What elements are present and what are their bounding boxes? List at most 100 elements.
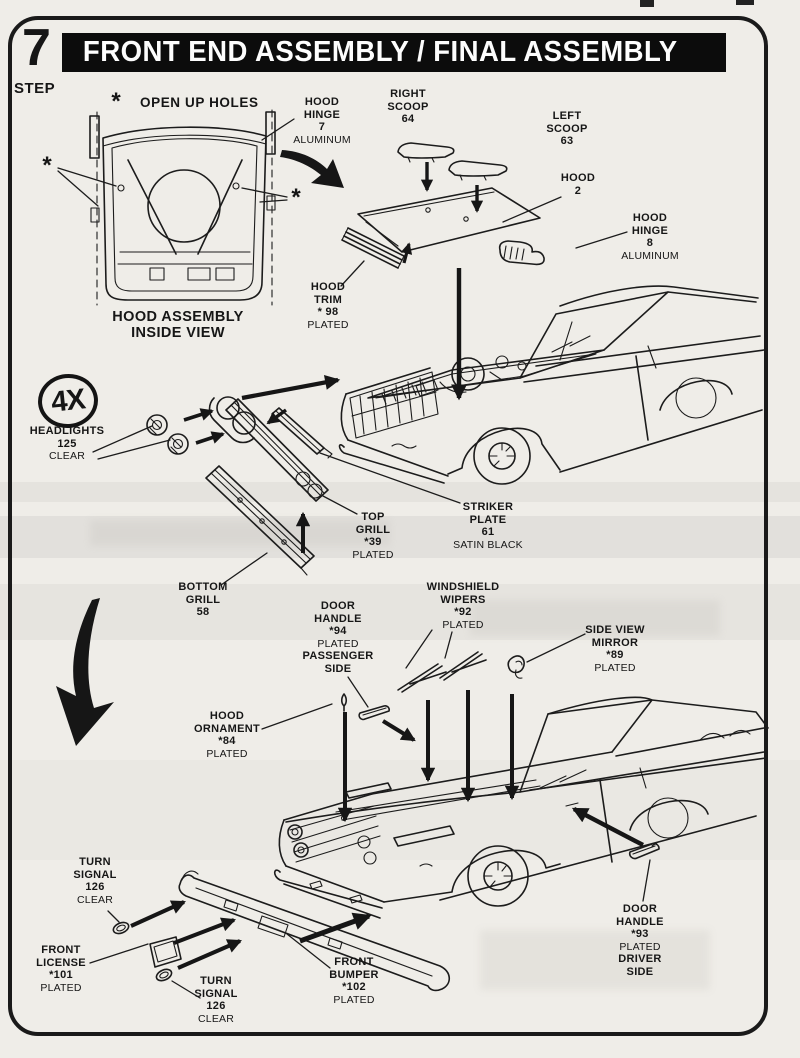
part-number: 8 [646,237,654,249]
part-number: 126 [85,881,105,893]
step-label: STEP [14,80,56,97]
part-side: PASSENGER [302,650,374,662]
label-hood-hinge-7: HOOD HINGE 7 ALUMINUM [293,96,351,146]
part-name: WIPERS [440,593,486,606]
part-name: PLATE [469,513,507,526]
part-name: HOOD [560,172,596,184]
label-front-bumper: FRONT BUMPER *102 PLATED [329,956,378,1006]
part-name: HANDLE [616,915,664,928]
label-front-license: FRONT LICENSE *101 PLATED [36,944,86,994]
part-name: DOOR [320,600,356,612]
label-door-handle-driver: DOOR HANDLE *93 PLATED DRIVER SIDE [616,903,664,978]
part-finish: PLATED [352,548,394,561]
part-number: 61 [481,526,495,538]
part-number: 2 [574,184,582,197]
part-name: FRONT [334,956,374,968]
part-number: *89 [606,649,624,661]
part-name: TURN [200,975,232,987]
part-name: FRONT [41,944,81,956]
part-name: STRIKER [462,501,514,513]
part-name: SIGNAL [73,868,117,881]
part-number: *84 [218,735,236,747]
part-number: *93 [631,928,649,940]
scan-mark [640,0,654,7]
label-striker-plate: STRIKER PLATE 61 SATIN BLACK [453,501,523,551]
hood-assembly-caption: HOOD ASSEMBLY INSIDE VIEW [112,309,243,341]
page-title: FRONT END ASSEMBLY / FINAL ASSEMBLY [82,36,678,68]
part-name: HOOD [632,212,668,224]
part-number: 126 [206,1000,226,1012]
part-number: *102 [342,981,366,993]
label-headlights: HEADLIGHTS 125 CLEAR [30,425,105,463]
open-up-holes-note: OPEN UP HOLES [140,95,259,110]
label-hood-hinge-8: HOOD HINGE 8 ALUMINUM [621,212,679,262]
page-border [8,16,768,1036]
asterisk-mark: * [42,152,52,179]
part-name: RIGHT [390,88,426,100]
part-name: TRIM [313,293,343,306]
part-finish: CLEAR [48,450,85,462]
part-name: BUMPER [329,968,379,981]
part-name: HOOD [304,96,340,108]
part-finish: CLEAR [76,893,114,906]
part-name: MIRROR [591,636,639,649]
part-name: LICENSE [36,956,86,969]
asterisk-mark: * [291,184,301,211]
part-number: 64 [401,113,415,125]
part-name: TURN [79,856,111,868]
caption-line: INSIDE VIEW [131,325,225,341]
part-finish: PLATED [206,747,248,760]
part-name: HINGE [631,224,669,237]
step-number: 7 [22,19,51,77]
part-name: SCOOP [546,122,588,135]
hood-inside-view-drawing [57,109,295,306]
part-number: 7 [318,121,326,133]
part-name: WINDSHIELD [426,581,500,593]
part-side: SIDE [324,662,352,675]
part-name: HOOD [310,281,346,293]
part-finish: PLATED [594,661,636,674]
label-left-scoop: LEFT SCOOP 63 [546,110,587,148]
curved-arrow [280,150,344,188]
part-name: SIDE VIEW [585,624,645,636]
front-bumper-drawing [89,870,451,999]
assembly-arrows [130,162,645,970]
part-name: ORNAMENT [194,722,260,735]
part-finish: PLATED [442,618,484,631]
caption-line: HOOD ASSEMBLY [112,309,244,325]
part-number: *92 [454,606,472,618]
label-turn-signal-upper: TURN SIGNAL 126 CLEAR [73,856,116,906]
headlights-grills-drawing [92,396,461,586]
part-name: SCOOP [387,100,429,113]
part-finish: PLATED [40,981,82,994]
label-top-grill: TOP GRILL *39 PLATED [352,511,393,561]
part-name: HEADLIGHTS [29,425,105,437]
label-right-scoop: RIGHT SCOOP 64 [387,88,428,126]
part-name: BOTTOM [178,581,228,593]
label-bottom-grill: BOTTOM GRILL 58 [178,581,227,619]
part-number: *39 [364,536,382,548]
part-name: TOP [361,511,385,523]
asterisk-mark: * [111,88,121,115]
label-windshield-wipers: WINDSHIELD WIPERS *92 PLATED [427,581,500,631]
part-name: GRILL [185,593,221,606]
scan-mark [736,0,754,5]
part-finish: PLATED [619,940,661,953]
part-number: *94 [329,625,347,637]
part-number: *101 [49,969,73,981]
step-title-banner: FRONT END ASSEMBLY / FINAL ASSEMBLY [62,33,726,72]
part-finish: ALUMINUM [621,249,679,262]
label-hood-trim: HOOD TRIM * 98 PLATED [307,281,348,331]
part-name: HOOD [209,710,245,722]
part-finish: PLATED [333,993,375,1006]
part-number: 63 [560,135,574,147]
part-finish: SATIN BLACK [453,538,523,551]
part-name: GRILL [355,523,391,536]
part-number: * 98 [317,306,339,318]
part-finish: PLATED [317,637,359,650]
part-name: DOOR [622,903,658,915]
car-final-assembly-drawing [273,696,769,919]
part-name: SIGNAL [194,987,238,1000]
